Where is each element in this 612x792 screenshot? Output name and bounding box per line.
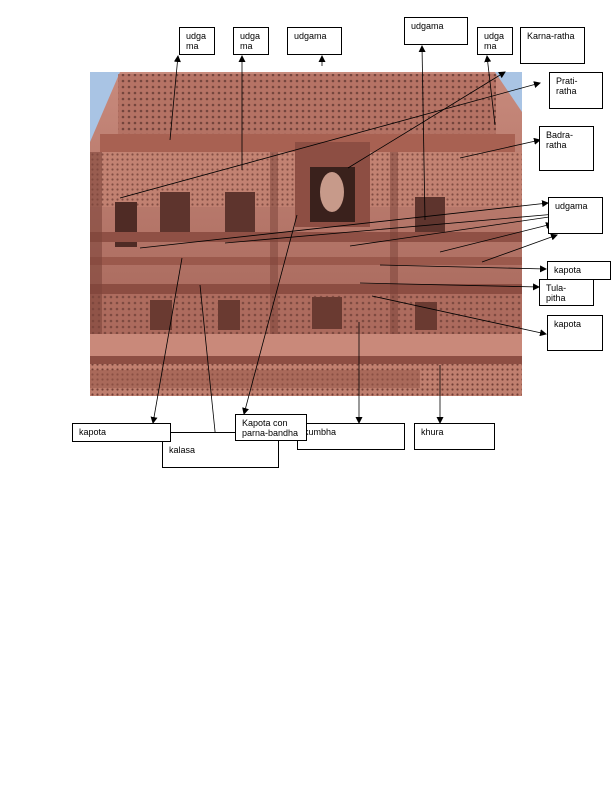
label-udgama-6: udgama (548, 197, 603, 234)
label-udgama-2: udga ma (233, 27, 269, 55)
label-prati-ratha: Prati- ratha (549, 72, 603, 109)
label-udgama-5: udga ma (477, 27, 513, 55)
label-kapota-bottom: kapota (72, 423, 171, 442)
label-kapota-right-2: kapota (547, 315, 603, 351)
label-kapota-right-1: kapota (547, 261, 611, 280)
label-udgama-3: udgama (287, 27, 342, 55)
label-khura: khura (414, 423, 495, 450)
temple-wall-photo (90, 72, 522, 396)
label-badra-ratha: Badra- ratha (539, 126, 594, 171)
label-kapota-parna-bandha: Kapota con parna-bandha (235, 414, 307, 441)
label-kumbha: kumbha (297, 423, 405, 450)
label-udgama-1: udga ma (179, 27, 215, 55)
label-karna-ratha: Karna-ratha (520, 27, 585, 64)
label-udgama-4: udgama (404, 17, 468, 45)
label-tula-pitha: Tula- pitha (539, 279, 594, 306)
